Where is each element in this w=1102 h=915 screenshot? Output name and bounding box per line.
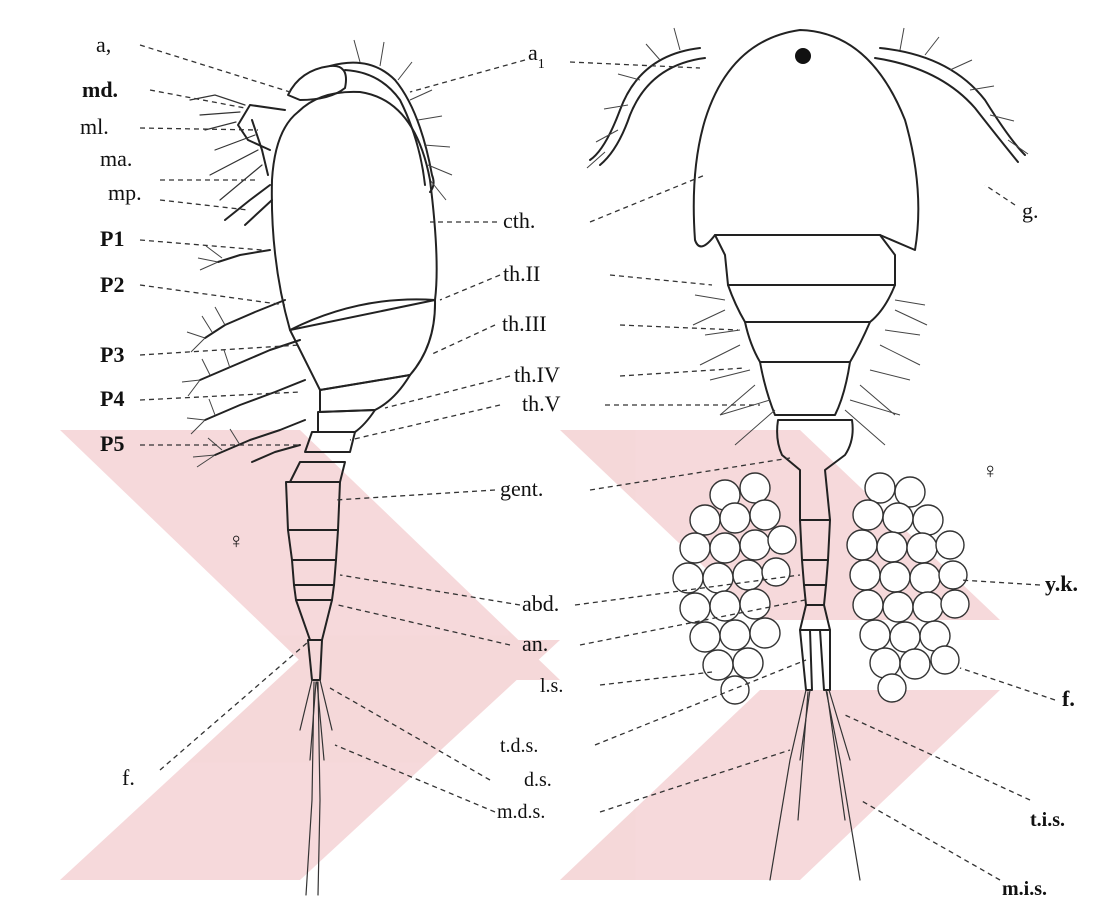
label-maxilliped: mp.: [108, 180, 142, 205]
female-symbol-right: ♀: [982, 458, 999, 483]
label-abdomen: abd.: [522, 591, 559, 616]
label-thorax-ii: th.II: [503, 261, 540, 286]
label-m-d-s: m.d.s.: [497, 801, 545, 823]
female-symbol-left: ♀: [228, 528, 245, 553]
label-t-i-s: t.i.s.: [1030, 809, 1065, 831]
label-maxilla: ma.: [100, 146, 132, 171]
label-p4: P4: [100, 386, 124, 411]
labels-right: g. ♀ y.k. f. t.i.s. m.i.s.: [982, 198, 1078, 900]
label-furca-left: f.: [122, 765, 135, 790]
label-thorax-iv: th.IV: [514, 362, 560, 387]
label-lateral-seta: l.s.: [540, 675, 563, 697]
label-genital-segment: gent.: [500, 476, 543, 501]
label-cephalothorax: cth.: [503, 208, 535, 233]
label-p2: P2: [100, 272, 124, 297]
label-thorax-v: th.V: [522, 391, 561, 416]
label-mandible: md.: [82, 77, 118, 102]
labels-left: a, md. ml. ma. mp. P1 P2 P3 P4 P5 ♀ f.: [80, 32, 245, 790]
label-antennule-left: a,: [96, 32, 111, 57]
label-furca-right: f.: [1062, 686, 1075, 711]
label-antennule-a1: a1: [528, 40, 545, 72]
labels-center: a1 cth. th.II th.III th.IV th.V gent. ab…: [497, 40, 563, 823]
label-g: g.: [1022, 198, 1039, 223]
label-maxillule: ml.: [80, 114, 109, 139]
label-p5: P5: [100, 431, 124, 456]
label-yolk: y.k.: [1045, 571, 1078, 596]
label-p1: P1: [100, 226, 124, 251]
label-anal-segment: an.: [522, 631, 548, 656]
label-p3: P3: [100, 342, 124, 367]
label-dorsal-seta: d.s.: [524, 769, 552, 791]
label-t-d-s: t.d.s.: [500, 735, 538, 757]
label-thorax-iii: th.III: [502, 311, 547, 336]
label-m-i-s: m.i.s.: [1002, 878, 1047, 900]
